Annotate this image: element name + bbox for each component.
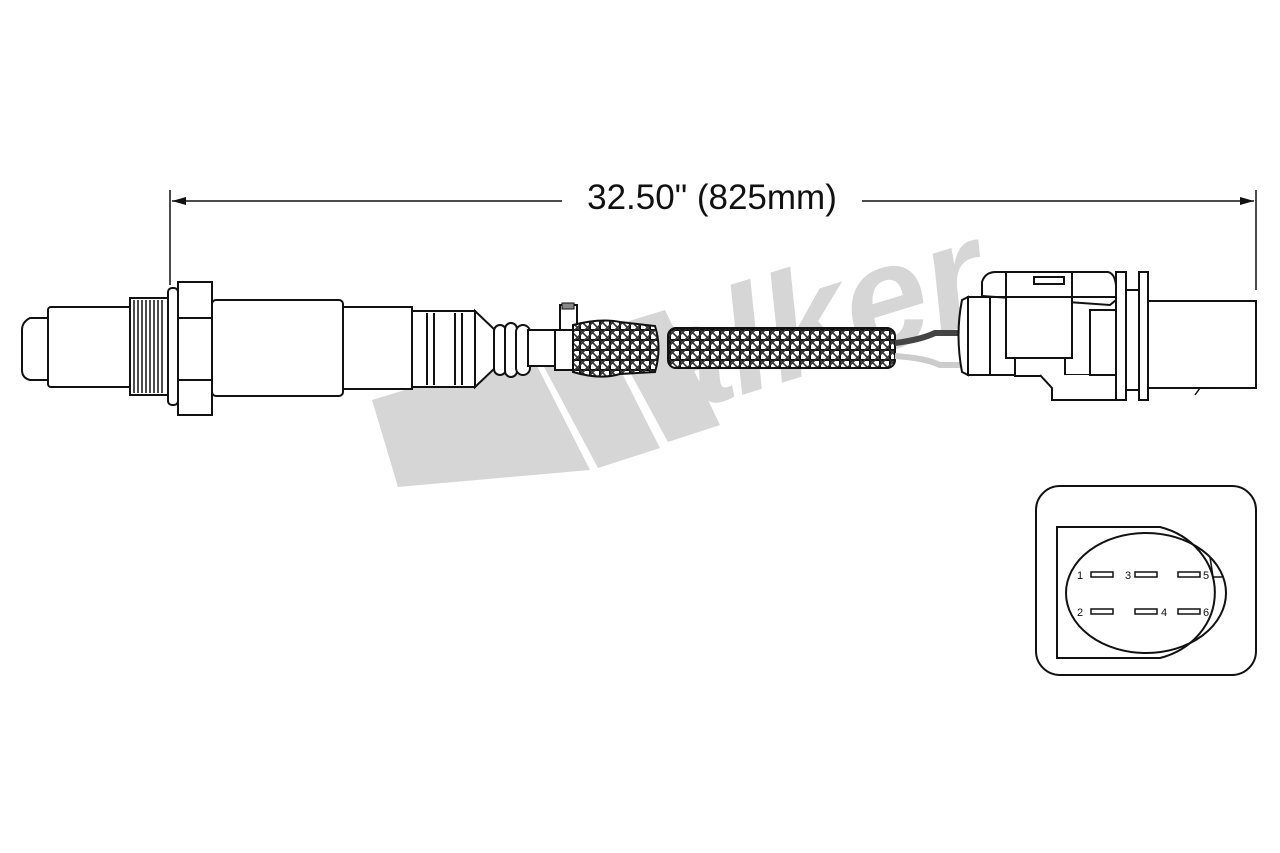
wire-light	[894, 353, 962, 368]
braided-sleeve	[572, 319, 660, 378]
pin-labels: 1 2 3 4 5 6	[1077, 570, 1209, 619]
length-dimension-label: 32.50" (825mm)	[562, 178, 862, 218]
pin-label-1: 1	[1077, 570, 1083, 582]
oxygen-sensor	[21, 271, 1257, 416]
pin-label-5: 5	[1203, 570, 1209, 582]
braided-cable	[667, 327, 896, 369]
pin-label-2: 2	[1077, 607, 1083, 619]
svg-text:alker: alker	[620, 185, 1011, 450]
thread	[129, 297, 169, 396]
connector-face-view	[1035, 485, 1257, 676]
pin-label-4: 4	[1161, 607, 1167, 619]
wire-dark	[894, 330, 962, 346]
pin-label-3: 3	[1125, 570, 1131, 582]
pin-label-6: 6	[1203, 607, 1209, 619]
